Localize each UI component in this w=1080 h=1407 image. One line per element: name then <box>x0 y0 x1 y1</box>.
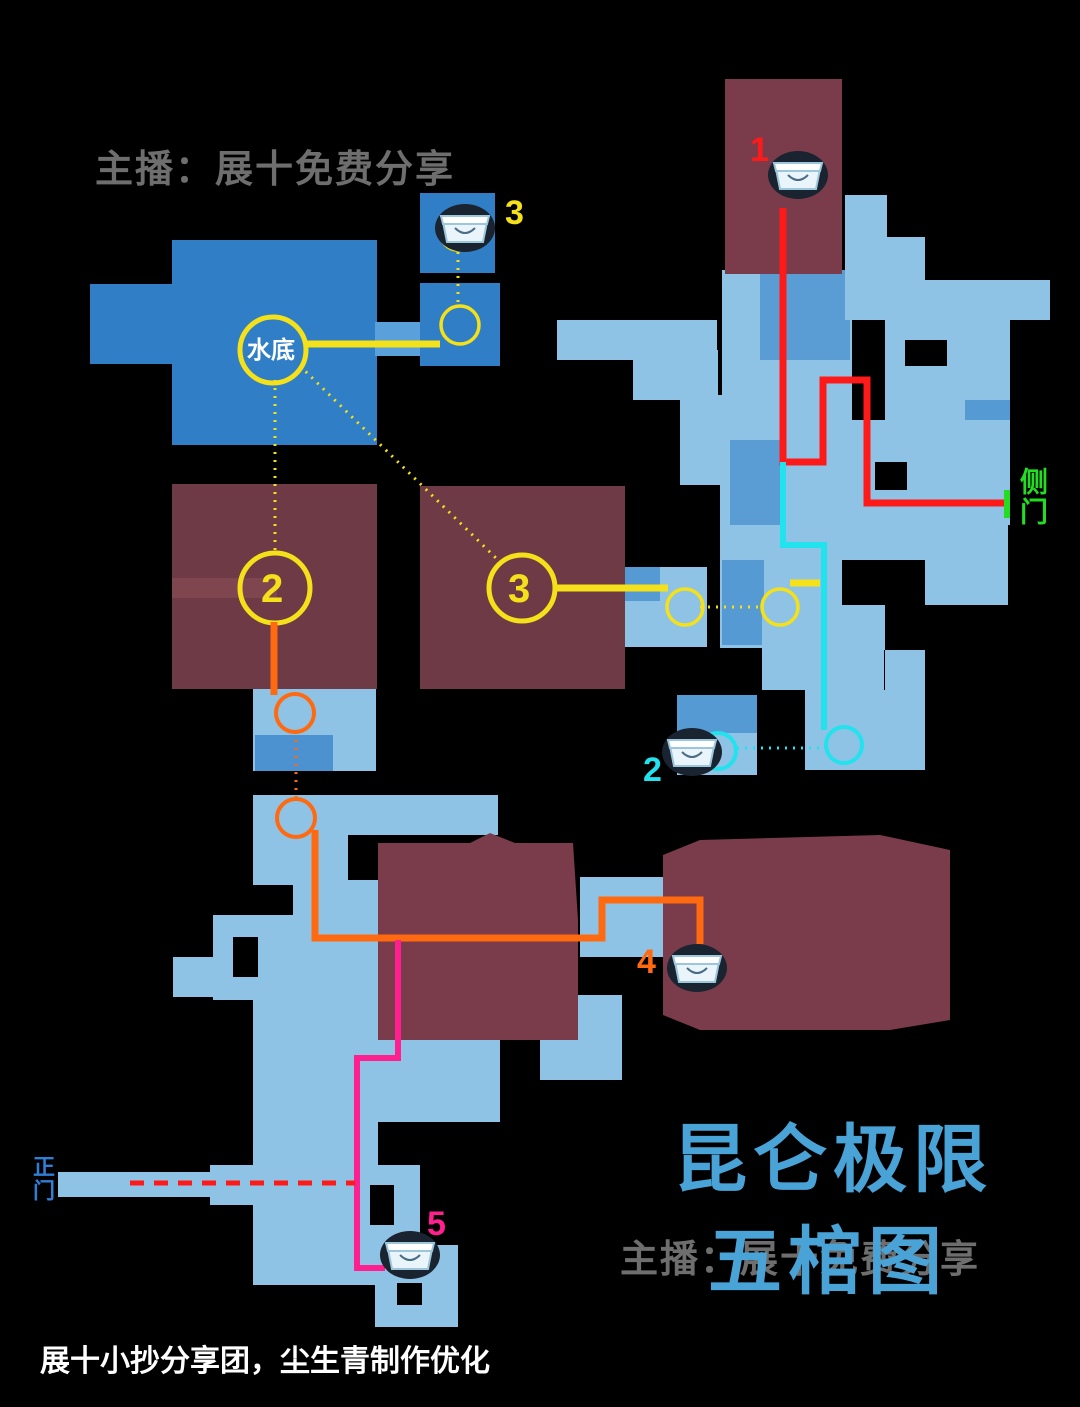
circle-marker-2: 2 <box>261 567 284 611</box>
marker-2: 2 <box>643 751 662 789</box>
marker-5: 5 <box>427 1205 446 1243</box>
top-right-complex <box>557 195 1050 775</box>
side-gate-marker <box>1004 490 1010 518</box>
marker-4: 4 <box>637 943 656 981</box>
circle-marker-3: 3 <box>508 567 531 611</box>
credit-text: 展十小抄分享团，尘生青制作优化 <box>40 1344 490 1379</box>
coffin-icon-3 <box>434 203 496 253</box>
path-orange <box>270 622 704 944</box>
underwater-label: 水底 <box>247 336 295 364</box>
coffin-icon-1 <box>767 150 829 200</box>
room-red-4 <box>663 835 950 1030</box>
marker-3: 3 <box>505 194 524 232</box>
coffin-icon-4 <box>666 943 728 993</box>
watermark-top: 主播：展十免费分享 <box>95 147 456 191</box>
marker-1: 1 <box>750 131 769 169</box>
side-gate-label: 侧门 <box>1016 467 1049 527</box>
map-title-line1: 昆仑极限 <box>673 1117 993 1203</box>
path-pink <box>354 940 401 1271</box>
watermark-bottom: 主播：展十免费分享 <box>620 1237 981 1281</box>
map-title-line2: 五棺图 <box>708 1219 948 1305</box>
main-gate-label: 正门 <box>29 1155 54 1203</box>
coffin-icon-2 <box>661 727 723 777</box>
